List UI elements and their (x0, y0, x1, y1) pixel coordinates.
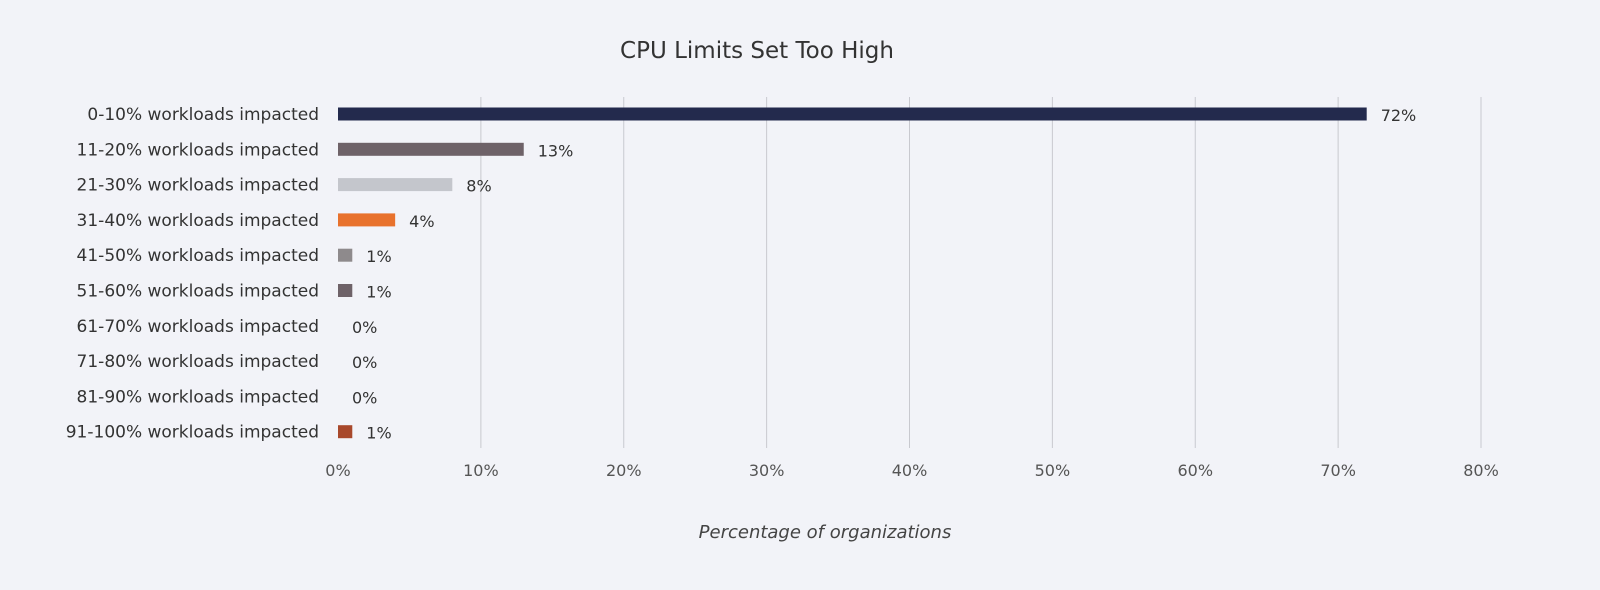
bars (338, 107, 1367, 439)
value-label-10: 1% (366, 424, 391, 443)
bar-4 (338, 213, 396, 227)
value-label-4: 4% (409, 212, 434, 231)
category-label-2: 11-20% workloads impacted (77, 140, 319, 160)
category-labels: 0-10% workloads impacted 11-20% workloads… (66, 105, 319, 443)
bar-5 (338, 248, 353, 262)
x-tick-label-40: 40% (892, 461, 928, 480)
x-tick-label-60: 60% (1177, 461, 1213, 480)
value-label-3: 8% (466, 177, 491, 196)
value-label-6: 1% (366, 283, 391, 302)
category-label-7: 61-70% workloads impacted (77, 317, 319, 337)
bar-2 (338, 142, 524, 156)
bar-10 (338, 425, 353, 439)
chart-title: CPU Limits Set Too High (620, 38, 894, 64)
category-label-9: 81-90% workloads impacted (77, 387, 319, 407)
bar-3 (338, 178, 453, 192)
x-tick-label-30: 30% (749, 461, 785, 480)
x-axis-title: Percentage of organizations (699, 522, 952, 543)
x-tick-label-80: 80% (1463, 461, 1499, 480)
category-label-5: 41-50% workloads impacted (77, 246, 319, 266)
value-label-2: 13% (538, 141, 574, 160)
x-tick-labels: 0% 10% 20% 30% 40% 50% 60% 70% 80% (325, 461, 1498, 480)
category-label-6: 51-60% workloads impacted (77, 282, 319, 302)
value-label-7: 0% (352, 318, 377, 337)
category-label-8: 71-80% workloads impacted (77, 352, 319, 372)
category-label-3: 21-30% workloads impacted (77, 176, 319, 196)
gridlines (480, 97, 1482, 448)
x-tick-label-70: 70% (1320, 461, 1356, 480)
category-label-10: 91-100% workloads impacted (66, 423, 319, 443)
x-tick-label-50: 50% (1035, 461, 1071, 480)
value-labels: 72% 13% 8% 4% 1% 1% 0% 0% 0% 1% (352, 106, 1416, 443)
value-label-9: 0% (352, 388, 377, 407)
bar-6 (338, 284, 353, 297)
bar-1 (338, 107, 1367, 121)
x-tick-label-10: 10% (463, 461, 499, 480)
value-label-8: 0% (352, 353, 377, 372)
value-label-5: 1% (366, 247, 391, 266)
category-label-1: 0-10% workloads impacted (87, 105, 319, 125)
x-tick-label-20: 20% (606, 461, 642, 480)
value-label-1: 72% (1381, 106, 1417, 125)
category-label-4: 31-40% workloads impacted (77, 211, 319, 231)
x-tick-label-0: 0% (325, 461, 350, 480)
